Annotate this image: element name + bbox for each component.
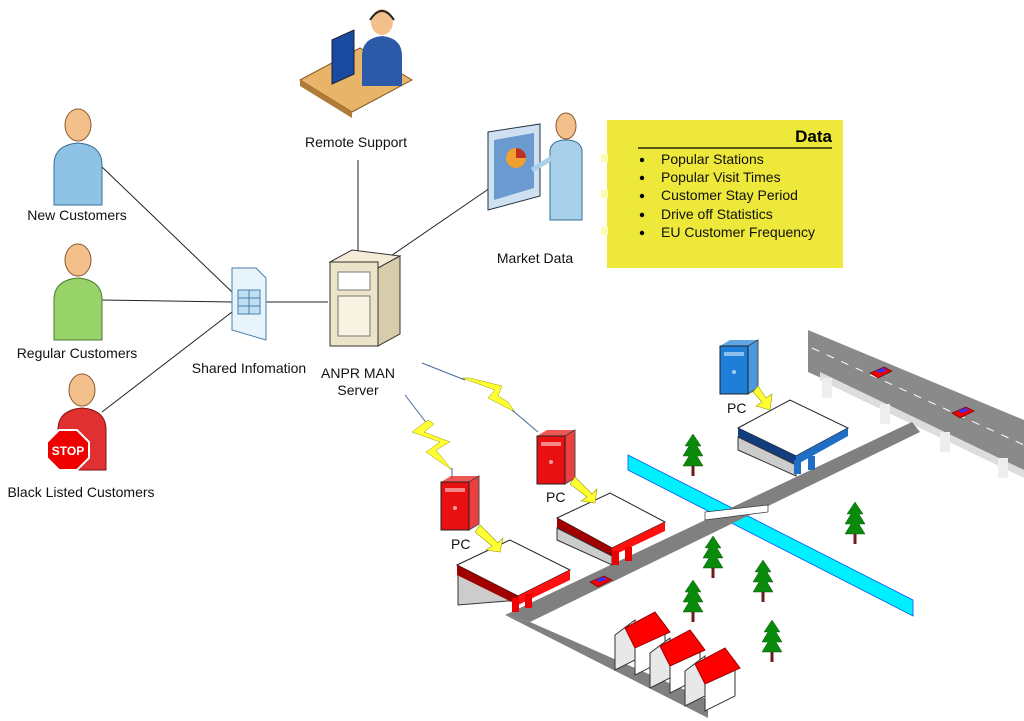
tree-icon (702, 535, 724, 579)
data-box: Data Popular Stations Popular Visit Time… (601, 120, 843, 268)
data-item: Popular Visit Times (661, 169, 781, 185)
wireless-link-lightning-icon (421, 362, 539, 433)
regular-customers-label: Regular Customers (17, 345, 138, 361)
black-listed-customers-label: Black Listed Customers (7, 484, 154, 500)
pc-server-icon-blue (719, 339, 759, 395)
tree-icon (682, 433, 704, 477)
gas-station-2 (555, 492, 667, 566)
pc-label: PC (546, 489, 565, 505)
stop-sign-icon: STOP (46, 429, 90, 471)
pc-label: PC (727, 400, 746, 416)
data-item: Drive off Statistics (661, 206, 773, 222)
data-link-arrow-icon (569, 476, 598, 504)
new-customers-label: New Customers (27, 207, 127, 223)
tree-icon (761, 619, 783, 663)
data-item: Customer Stay Period (661, 187, 798, 203)
tree-icon (682, 579, 704, 623)
anpr-server-icon (328, 249, 402, 347)
stop-sign-text: STOP (52, 444, 84, 458)
market-data-label: Market Data (497, 250, 573, 266)
server-label-line2: Server (337, 382, 379, 398)
river (627, 454, 914, 617)
pc-server-icon-red (536, 429, 576, 485)
bridge-icon (704, 504, 769, 521)
data-box-title: Data (795, 127, 832, 146)
pc-label: PC (451, 536, 470, 552)
regular-customer-icon (53, 243, 103, 341)
gas-station-1 (455, 539, 572, 612)
remote-support-icon (298, 9, 414, 118)
pc-server-icon-red (440, 475, 480, 531)
server-label-line1: ANPR MAN (321, 365, 395, 381)
shared-document-icon (231, 267, 267, 341)
data-link-arrow-icon (752, 385, 773, 411)
road (505, 422, 920, 718)
tree-icon (844, 501, 866, 545)
remote-support-label: Remote Support (305, 134, 407, 150)
gas-station-3 (736, 399, 850, 477)
data-item: Popular Stations (661, 151, 764, 167)
highway (808, 330, 1024, 478)
data-list: Popular Stations Popular Visit Times Cus… (639, 151, 815, 240)
data-item: EU Customer Frequency (661, 224, 815, 240)
market-data-presenter-icon (487, 112, 583, 221)
wireless-link-lightning-icon (404, 394, 453, 478)
tree-icon (752, 559, 774, 603)
new-customer-icon (53, 108, 103, 206)
connection-lines (99, 160, 491, 413)
shared-information-label: Shared Infomation (192, 360, 306, 376)
data-link-arrow-icon (474, 524, 504, 553)
